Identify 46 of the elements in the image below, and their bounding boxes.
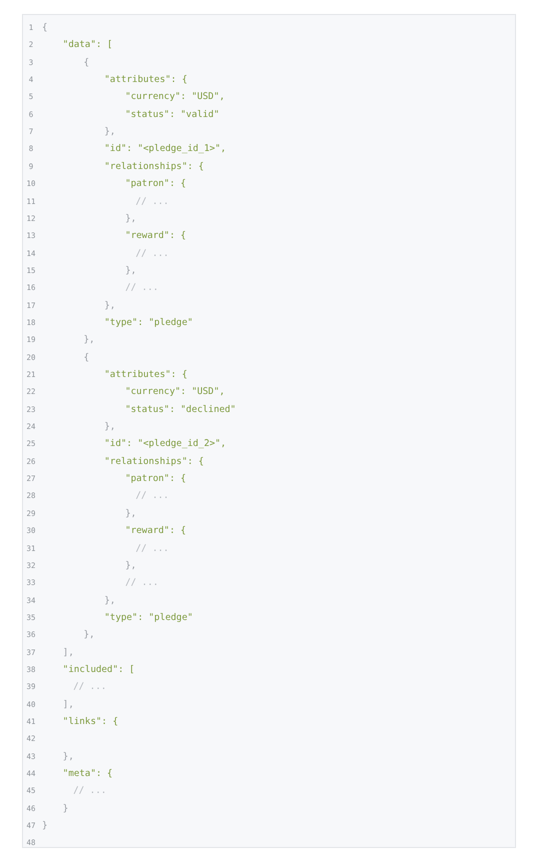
code-line: "attributes": { [104, 73, 188, 88]
code-line: }, [104, 298, 116, 313]
code-line: "data": [ [62, 38, 113, 52]
code-line: }, [84, 333, 95, 348]
code-line: "status": "declined" [125, 402, 236, 417]
code-line: }, [104, 420, 116, 434]
code-line: }, [125, 558, 136, 573]
code-line: "included": [ [62, 662, 135, 677]
code-line: "currency": "USD", [125, 90, 225, 104]
code-line: ], [62, 646, 74, 660]
code-line: "meta": { [62, 767, 113, 782]
code-line: }, [125, 264, 136, 278]
code-comment: // ... [136, 246, 169, 261]
code-line: "currency": "USD", [125, 385, 225, 400]
code-line: }, [125, 506, 136, 521]
code-line: "relationships": { [104, 160, 204, 174]
code-comment: // ... [136, 489, 169, 504]
code-line: "status": "valid" [125, 108, 220, 122]
code-line: }, [125, 212, 136, 226]
code-line: "patron": { [125, 177, 186, 192]
code-line: }, [104, 594, 116, 608]
code-line: "reward": { [125, 524, 186, 538]
code-comment: // ... [73, 680, 106, 694]
code-comment: // ... [125, 576, 158, 590]
code-line: } [42, 819, 48, 834]
code-line: "type": "pledge" [104, 610, 193, 625]
code-comment: // ... [125, 281, 158, 296]
code-comment: // ... [73, 784, 106, 798]
code-line: "id": "<pledge_id_2>", [104, 437, 226, 452]
code-line: { [84, 56, 90, 70]
code-line: "type": "pledge" [104, 316, 193, 330]
code-line: "id": "<pledge_id_1>", [104, 142, 226, 156]
code-comment: // ... [136, 194, 169, 208]
code-line: "relationships": { [104, 454, 204, 469]
code-line: { [84, 350, 90, 365]
code-line: "links": { [62, 715, 118, 729]
code-line: "attributes": { [104, 368, 188, 382]
code-line: { [42, 21, 48, 35]
code-line: ], [62, 698, 74, 712]
code-line: }, [84, 628, 95, 642]
code-line: }, [62, 750, 74, 764]
code-line: "patron": { [125, 472, 186, 486]
code-line: } [62, 802, 68, 816]
code-line: }, [104, 125, 116, 140]
code-line: "reward": { [125, 229, 186, 244]
code-comment: // ... [136, 542, 169, 556]
